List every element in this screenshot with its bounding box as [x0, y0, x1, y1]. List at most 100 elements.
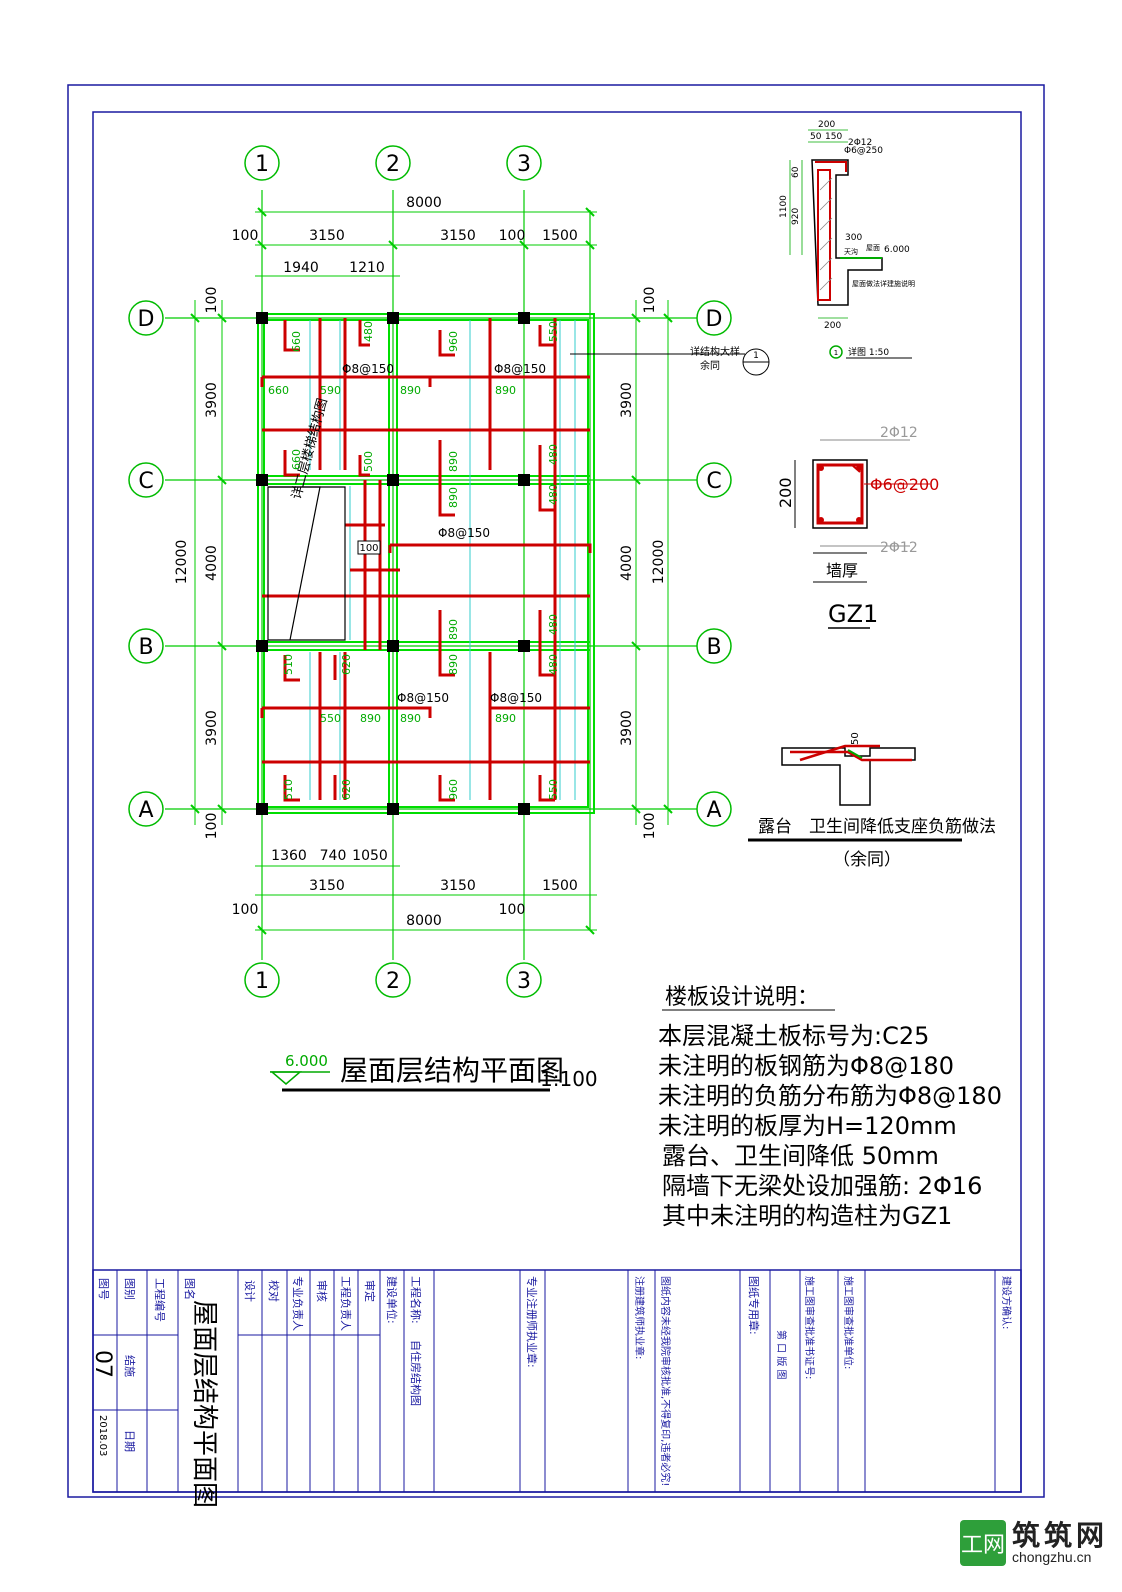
tb-label: 工程编号 [153, 1278, 167, 1322]
brand-url: chongzhu.cn [1011, 1549, 1092, 1566]
axis-label-a: A [706, 798, 721, 823]
plan-value: 500 [362, 451, 375, 472]
tb-label: 第 口 版 图 [775, 1330, 788, 1380]
axis-label-2: 2 [386, 969, 400, 994]
plan-scale: 1:100 [540, 1067, 598, 1091]
axis-label-b: B [138, 635, 153, 660]
plan-value: 620 [340, 654, 353, 675]
detail-dim: 920 [791, 208, 801, 225]
outer-frame [67, 84, 1045, 1498]
axis-label-c: C [706, 469, 721, 494]
dim-text: 740 [320, 848, 347, 864]
dim-text: 3900 [204, 382, 220, 418]
dim-text: 3900 [204, 710, 220, 746]
detail-caption: 详图 1:50 [848, 346, 889, 358]
tb-label: 建设单位: [385, 1276, 399, 1324]
detail-dim: 300 [845, 233, 862, 243]
rebar-label: Φ8@150 [342, 362, 394, 376]
gz1-top-bar: 2Φ12 [880, 425, 918, 441]
tb-label: 施工图审查批准单位: [842, 1276, 855, 1369]
title-block: 图号 图别 工程编号 07 结施 2018.03 日期 图名 屋面层结构平面图 … [90, 1269, 1022, 1508]
tb-label: 专业负责人 [291, 1276, 305, 1331]
plan-value: 480 [547, 614, 560, 635]
tb-label: 图别 [123, 1278, 136, 1300]
notes-title: 楼板设计说明： [665, 985, 819, 1010]
note-line: 露台、卫生间降低 50mm [662, 1142, 939, 1170]
slab-design-notes: 楼板设计说明： 本层混凝土板标号为:C25 未注明的板钢筋为Φ8@180 未注明… [658, 985, 1002, 1230]
plan-value: 590 [320, 384, 341, 397]
detail-num: 1 [834, 349, 838, 357]
tb-label: 图名 [183, 1278, 197, 1300]
tb-value: 结施 [123, 1355, 136, 1377]
plan-value: 550 [320, 712, 341, 725]
tb-label: 工程名称: [409, 1276, 423, 1324]
dim-text: 4000 [204, 545, 220, 581]
detail-low-sub: （余同） [833, 850, 901, 870]
dim-text: 1210 [349, 260, 385, 276]
plan-value: 960 [447, 779, 460, 800]
axis-label-2: 2 [386, 152, 400, 177]
plan-value: 890 [495, 712, 516, 725]
plan-value: 510 [282, 654, 295, 675]
tb-label: 审定 [363, 1280, 377, 1302]
plan-value: 550 [547, 779, 560, 800]
dim-text: 3150 [309, 228, 345, 244]
plan-value: 660 [290, 449, 303, 470]
axis-label-3: 3 [517, 152, 531, 177]
dim-text: 100 [499, 902, 526, 918]
tb-label: 施工图审查批准书证号: [803, 1276, 816, 1379]
axis-label-d: D [706, 307, 723, 332]
note-line: 未注明的板钢筋为Φ8@180 [658, 1052, 954, 1080]
dim-text: 1500 [542, 878, 578, 894]
plan-value: 660 [290, 331, 303, 352]
axis-label-b: B [706, 635, 721, 660]
detail-label: 天沟 [844, 247, 858, 256]
rebar-label: Φ8@150 [490, 691, 542, 705]
plan-value: 890 [360, 712, 381, 725]
axis-label-1: 1 [255, 969, 269, 994]
plan-value: 550 [547, 321, 560, 342]
gz1-column-detail: 2Φ12 Φ6@200 2Φ12 200 墙厚 GZ1 [776, 425, 939, 629]
tb-project-name: 自住房结构图 [409, 1340, 423, 1406]
gz1-title: GZ1 [828, 600, 878, 628]
plan-value: 890 [495, 384, 516, 397]
tb-label: 专业注册师执业章: [525, 1276, 539, 1368]
brand-name: 筑筑网 [1011, 1518, 1108, 1552]
tb-drawing-title: 屋面层结构平面图 [189, 1300, 219, 1508]
plan-value: 890 [447, 451, 460, 472]
plan-value: 890 [447, 487, 460, 508]
brand-icon-text: 工网 [960, 1533, 1005, 1558]
dim-text: 100 [642, 813, 658, 840]
plan-value: 890 [400, 712, 421, 725]
dim-text: 1500 [542, 228, 578, 244]
plan-title: 屋面层结构平面图 [340, 1054, 564, 1087]
tb-label: 日期 [123, 1430, 136, 1452]
axis-label-3: 3 [517, 969, 531, 994]
tb-label: 设计 [243, 1280, 256, 1302]
tb-label: 审核 [315, 1280, 329, 1302]
note-line: 隔墙下无梁处设加强筋: 2Φ16 [662, 1172, 982, 1200]
plan-value: 660 [268, 384, 289, 397]
detail-dim: 2Φ12 [848, 138, 872, 148]
tb-label: 建设方确认: [1000, 1276, 1013, 1329]
dim-text: 12000 [651, 540, 667, 585]
detail-dim: 50 [810, 132, 822, 142]
detail-ref-text: 余同 [700, 359, 720, 372]
plan-value: 890 [447, 619, 460, 640]
plan-value: 480 [547, 484, 560, 505]
tb-date: 2018.03 [97, 1415, 108, 1456]
note-line: 本层混凝土板标号为:C25 [658, 1022, 929, 1050]
dim-text: 1050 [352, 848, 388, 864]
plan-value: 960 [447, 331, 460, 352]
tb-label: 图号 [97, 1278, 110, 1300]
detail-dim: 6.000 [884, 245, 910, 255]
note-line: 其中未注明的构造柱为GZ1 [662, 1202, 952, 1230]
plan-value: 890 [400, 384, 421, 397]
gz1-width-label: 墙厚 [826, 561, 858, 580]
detail-dim: 1100 [779, 195, 789, 218]
dim-text: 3150 [440, 228, 476, 244]
house-icon: 工网 [959, 1520, 1006, 1566]
tb-label: 注册建筑师执业章: [633, 1276, 646, 1359]
dim-text: 100 [232, 902, 259, 918]
